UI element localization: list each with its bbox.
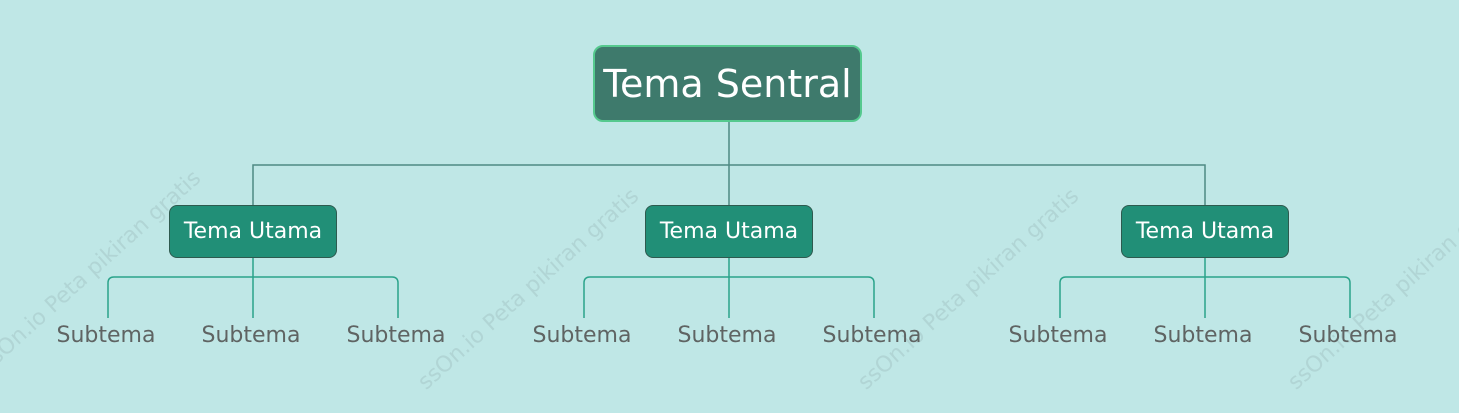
subtopic-node[interactable]: Subtema bbox=[677, 323, 777, 348]
subtopic-node[interactable]: Subtema bbox=[346, 323, 446, 348]
subtopic-node[interactable]: Subtema bbox=[1008, 323, 1108, 348]
main-topic-label: Tema Utama bbox=[1135, 219, 1275, 244]
subtopic-node[interactable]: Subtema bbox=[532, 323, 632, 348]
main-topic-node[interactable]: Tema Utama bbox=[1121, 205, 1289, 258]
subtopic-node[interactable]: Subtema bbox=[201, 323, 301, 348]
branch-2-sub-connector bbox=[583, 258, 875, 318]
subtopic-node[interactable]: Subtema bbox=[56, 323, 156, 348]
branch-1-sub-connector bbox=[107, 258, 399, 318]
main-topic-label: Tema Utama bbox=[659, 219, 799, 244]
main-topic-label: Tema Utama bbox=[183, 219, 323, 244]
subtopic-node[interactable]: Subtema bbox=[1298, 323, 1398, 348]
subtopic-node[interactable]: Subtema bbox=[822, 323, 922, 348]
main-topic-node[interactable]: Tema Utama bbox=[645, 205, 813, 258]
central-topic-label: Tema Sentral bbox=[603, 61, 852, 106]
branch-3-sub-connector bbox=[1059, 258, 1351, 318]
main-topic-node[interactable]: Tema Utama bbox=[169, 205, 337, 258]
subtopic-node[interactable]: Subtema bbox=[1153, 323, 1253, 348]
central-topic-node[interactable]: Tema Sentral bbox=[593, 45, 862, 122]
central-to-branches-connector bbox=[252, 122, 1206, 205]
